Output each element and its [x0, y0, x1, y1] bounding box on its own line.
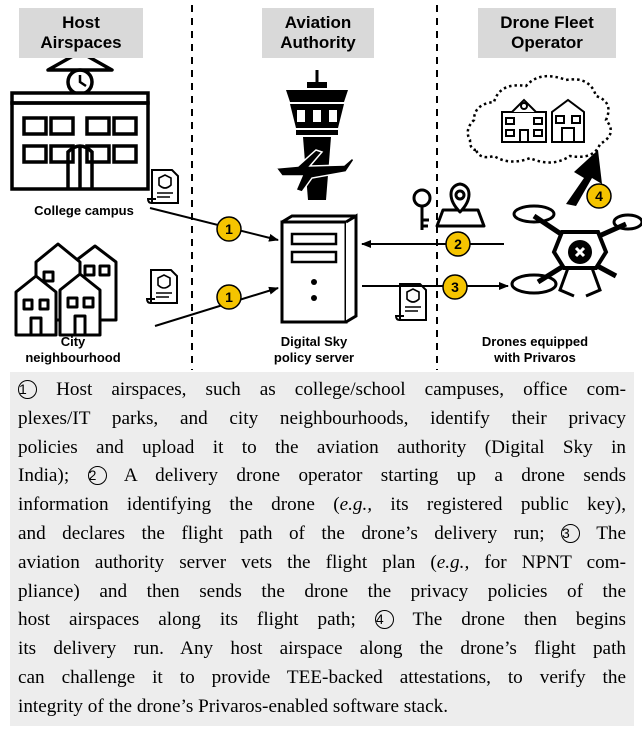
caption-text: aviation authority server vets the fligh… [18, 551, 437, 573]
caption-line: can challenge it to provide TEE-backed a… [18, 666, 626, 688]
label-line: with Privaros [494, 350, 576, 365]
caption-text: and declares the flight path of the dron… [18, 522, 545, 544]
step-badge-4: 4 [586, 183, 612, 209]
header-line: Operator [511, 33, 583, 52]
step-number: 3 [451, 279, 459, 295]
caption-text: information identifying the drone ( [18, 494, 340, 516]
step-marker: 1 [18, 380, 37, 399]
label-college-campus: College campus [34, 203, 134, 218]
header-host-airspaces: Host Airspaces [19, 8, 143, 58]
step-number: 2 [454, 236, 462, 252]
caption-text: India); [18, 465, 70, 487]
step-badge-1b: 1 [216, 284, 242, 310]
caption-line: 1 Host airspaces, such as college/school… [18, 376, 626, 405]
caption-emphasis: e.g., [436, 551, 470, 573]
label-drones-privaros: Drones equipped with Privaros [460, 334, 610, 366]
drone-icon [510, 204, 642, 298]
caption-line: information identifying the drone (e.g.,… [18, 491, 626, 520]
arrow-drone-to-cloud [566, 150, 602, 206]
arrow-city-to-server [154, 286, 279, 327]
header-line: Host [62, 13, 100, 32]
arrow-college-to-server [149, 207, 279, 242]
diagram-canvas: 1 1 2 3 4 [10, 5, 642, 370]
step-marker: 2 [87, 466, 107, 486]
label-line: Digital Sky [280, 334, 348, 349]
server-icon [280, 213, 358, 324]
caption-text: A delivery drone operator starting up a … [123, 465, 626, 487]
city-houses-icon [14, 242, 118, 337]
label-line: policy server [273, 350, 355, 365]
label-policy-server: Digital Sky policy server [254, 334, 374, 366]
caption-line: pliance) and then sends the drone the pr… [18, 580, 626, 602]
college-building-icon [10, 19, 150, 191]
caption-text: host airspaces along its flight path; [18, 609, 356, 631]
label-line: City [60, 334, 86, 349]
step-marker: 4 [374, 610, 394, 630]
policy-document-icon-college [146, 169, 179, 204]
caption-line: and declares the flight path of the dron… [18, 520, 626, 549]
caption-text: for NPNT com- [469, 551, 626, 573]
step-badge-3: 3 [442, 274, 468, 300]
label-city-neighbourhood: City neighbourhood [8, 334, 138, 366]
policy-document-icon-city [145, 269, 178, 304]
label-line: neighbourhood [25, 350, 121, 365]
caption-text: The drone then begins [412, 609, 626, 631]
caption-text: The [596, 522, 627, 544]
cloud-icon [466, 74, 613, 164]
control-tower-icon [274, 70, 355, 200]
caption-emphasis: e.g., [339, 494, 373, 516]
step-number: 1 [225, 221, 233, 237]
step-badge-1a: 1 [216, 216, 242, 242]
step-badge-2: 2 [445, 231, 471, 257]
header-line: Airspaces [40, 33, 122, 52]
caption-line: policies and upload it to the aviation a… [18, 436, 626, 458]
diagram: 1 1 2 3 4 Host Airspaces Aviation Author… [8, 5, 642, 370]
label-line: Drones equipped [481, 334, 589, 349]
caption-text: Host airspaces, such as college/school c… [56, 379, 627, 400]
header-aviation-authority: Aviation Authority [262, 8, 374, 58]
step-number: 4 [595, 188, 603, 204]
figure-caption: 1 Host airspaces, such as college/school… [10, 372, 634, 726]
caption-line: India); 2 A delivery drone operator star… [18, 462, 626, 491]
policy-document-icon-drone [394, 283, 427, 321]
step-number: 1 [225, 289, 233, 305]
step-marker: 3 [561, 523, 581, 543]
caption-line: integrity of the drone’s Privaros-enable… [18, 695, 448, 717]
header-line: Drone Fleet [500, 13, 594, 32]
header-line: Aviation [284, 13, 352, 32]
caption-line: plexes/IT parks, and city neighbourhoods… [18, 407, 626, 429]
caption-line: host airspaces along its flight path; 4 … [18, 606, 626, 635]
map-pin-icon [435, 182, 486, 228]
caption-line: its delivery run. Any host airspace alon… [18, 638, 626, 660]
key-icon [412, 188, 432, 230]
caption-text: its registered public key), [372, 494, 626, 516]
caption-line: aviation authority server vets the fligh… [18, 549, 626, 578]
header-line: Authority [280, 33, 356, 52]
header-drone-fleet-operator: Drone Fleet Operator [478, 8, 616, 58]
